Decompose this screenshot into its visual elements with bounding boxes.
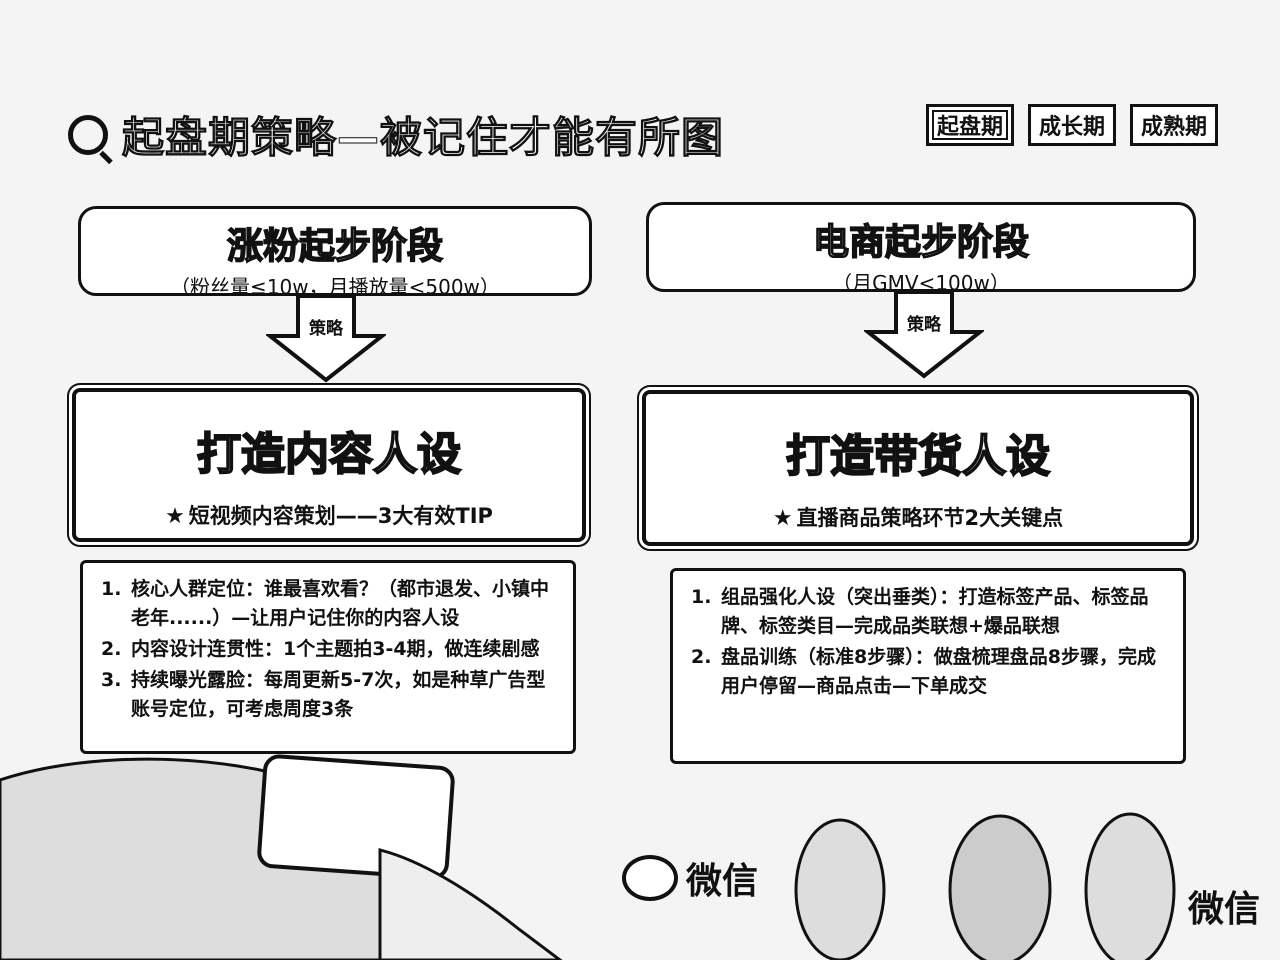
left-strategy-arrow: 策略: [264, 294, 388, 384]
tip-number: 2.: [691, 646, 712, 668]
tip-number: 1.: [691, 586, 712, 608]
left-persona-subtitle-text: 短视频内容策划——3大有效TIP: [188, 504, 493, 528]
wechat-watermark-text: 微信: [1188, 889, 1261, 930]
hand: [378, 848, 563, 960]
tip-number: 1.: [101, 578, 122, 600]
left-phase-title: 涨粉起步阶段: [226, 225, 444, 268]
wechat-watermark-2: 微信: [1188, 880, 1260, 932]
left-persona-title: 打造内容人设: [196, 428, 462, 481]
wechat-watermark-text: 微信: [686, 861, 759, 902]
audience-head: [948, 814, 1052, 960]
audience-head: [1084, 812, 1176, 960]
wechat-watermark-1: 微信: [622, 852, 758, 904]
star-icon: ★: [165, 504, 185, 529]
left-arrow-label: 策略: [309, 319, 343, 339]
right-arrow-label: 策略: [907, 315, 941, 335]
down-arrow-icon: [862, 290, 986, 379]
search-icon: [68, 114, 108, 155]
left-persona-subtitle: ★短视频内容策划——3大有效TIP: [76, 500, 582, 530]
right-phase-title: 电商起步阶段: [812, 221, 1030, 264]
phone: [257, 754, 455, 880]
stage-tag-growth: 成长期: [1027, 104, 1116, 146]
list-item: 1. 核心人群定位：谁最喜欢看？（都市退发、小镇中老年......）—让用户记住你…: [101, 575, 555, 633]
right-persona-subtitle: ★直播商品策略环节2大关键点: [646, 502, 1190, 532]
wechat-icon: [622, 855, 678, 901]
right-tips-box: 1. 组品强化人设（突出垂类）：打造标签产品、标签品牌、标签类目—完成品类联想+爆…: [670, 568, 1186, 764]
stage-tags: 起盘期 成长期 成熟期: [925, 104, 1218, 146]
stage-tag-mature: 成熟期: [1129, 104, 1218, 146]
right-persona-box: 打造带货人设 ★直播商品策略环节2大关键点: [642, 390, 1194, 546]
tip-text: 持续曝光露脸：每周更新5-7次，如是种草广告型账号定位，可考虑周度3条: [131, 669, 546, 720]
list-item: 3. 持续曝光露脸：每周更新5-7次，如是种草广告型账号定位，可考虑周度3条: [101, 666, 555, 724]
tip-text: 核心人群定位：谁最喜欢看？（都市退发、小镇中老年......）—让用户记住你的内…: [131, 578, 550, 629]
down-arrow-icon: [264, 294, 388, 383]
tip-text: 盘品训练（标准8步骤）：做盘梳理盘品8步骤，完成用户停留—商品点击—下单成交: [721, 646, 1156, 697]
list-item: 2. 内容设计连贯性：1个主题拍3-4期，做连续剧感: [101, 635, 555, 664]
tip-number: 3.: [101, 669, 122, 691]
list-item: 2. 盘品训练（标准8步骤）：做盘梳理盘品8步骤，完成用户停留—商品点击—下单成交: [691, 643, 1165, 701]
left-persona-box: 打造内容人设 ★短视频内容策划——3大有效TIP: [72, 388, 586, 542]
right-persona-subtitle-text: 直播商品策略环节2大关键点: [796, 506, 1064, 530]
right-persona-title: 打造带货人设: [785, 430, 1051, 483]
audience-head: [794, 818, 886, 960]
title-row: 起盘期策略—被记住才能有所图: [68, 104, 724, 165]
right-phase-box: 电商起步阶段 （月GMV<100w）: [646, 202, 1196, 295]
right-strategy-arrow: 策略: [862, 290, 986, 380]
slide-title: 起盘期策略—被记住才能有所图: [121, 113, 725, 163]
left-phase-box: 涨粉起步阶段 （粉丝量≤10w，月播放量<500w）: [78, 206, 592, 299]
stage-tag-startup: 起盘期: [925, 104, 1014, 146]
list-item: 1. 组品强化人设（突出垂类）：打造标签产品、标签品牌、标签类目—完成品类联想+爆…: [691, 583, 1165, 641]
tip-text: 组品强化人设（突出垂类）：打造标签产品、标签品牌、标签类目—完成品类联想+爆品联…: [721, 586, 1149, 637]
audience-photo: [0, 754, 1176, 960]
left-tips-box: 1. 核心人群定位：谁最喜欢看？（都市退发、小镇中老年......）—让用户记住你…: [80, 560, 576, 754]
tip-number: 2.: [101, 638, 122, 660]
star-icon: ★: [772, 506, 793, 531]
tip-text: 内容设计连贯性：1个主题拍3-4期，做连续剧感: [131, 638, 540, 660]
